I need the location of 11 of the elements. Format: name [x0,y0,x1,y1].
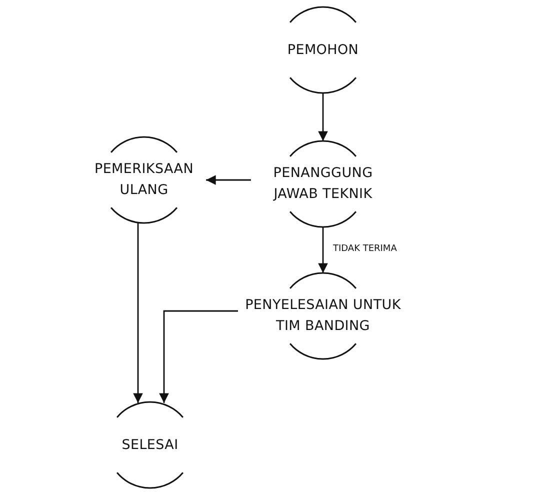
arrow [159,310,238,403]
arrow [133,223,143,403]
arrow [318,93,328,141]
arrow [206,175,251,185]
arrow [318,227,328,273]
node-label: PENANGGUNG JAWAB TEKNIK [272,164,374,204]
node-label: PEMERIKSAAN ULANG [93,160,195,200]
edge-label: TIDAK TERIMA [331,244,399,254]
node-label: SELESAI [122,436,178,454]
node-label: PEMOHON [287,40,359,60]
node-label: PENYELESAIAN UNTUK TIM BANDING [244,296,402,336]
